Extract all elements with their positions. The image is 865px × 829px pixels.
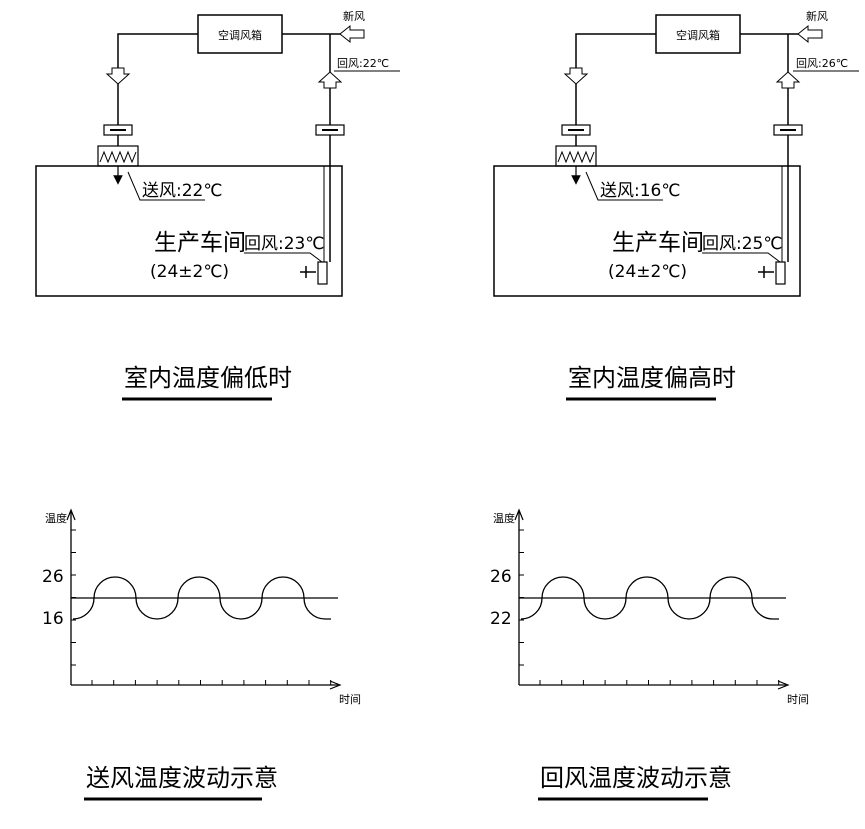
- fresh-air-label: 新风: [806, 9, 828, 23]
- return-air-top-label: 回风:22℃: [337, 57, 389, 70]
- temp-wave-line: [72, 576, 331, 620]
- tick-label-low: 22: [490, 609, 512, 629]
- return-temp-chart: 温度 时间 26 22 回风温度波动示意: [490, 508, 809, 801]
- supply-arrow-icon: [105, 67, 131, 85]
- fresh-air-arrow-icon: [339, 24, 365, 44]
- return-arrow-icon: [775, 71, 801, 89]
- y-axis-label: 温度: [493, 511, 515, 525]
- workshop-range: (24±2℃): [608, 262, 687, 282]
- workshop-room: [493, 165, 801, 297]
- workshop-room: [35, 165, 343, 297]
- supply-duct: [575, 33, 656, 125]
- return-grille: [317, 261, 328, 285]
- chart-caption: 回风温度波动示意: [540, 764, 732, 792]
- panel-high-temp: 空调风箱 新风 回风:26℃ 送风:16℃ 生产车间 (24±2℃) 回风:25…: [493, 9, 859, 401]
- ahu-label: 空调风箱: [218, 28, 262, 42]
- tick-label-high: 26: [42, 567, 64, 587]
- y-axis-arrow-icon: [514, 508, 524, 521]
- panel-low-temp: 空调风箱 新风 回风:22℃ 送风:22℃: [35, 9, 400, 401]
- workshop-name: 生产车间: [612, 230, 704, 256]
- return-arrow-icon: [317, 71, 343, 89]
- y-axis-arrow-icon: [66, 508, 76, 521]
- y-axis-label: 温度: [45, 511, 67, 525]
- return-grille: [775, 261, 786, 285]
- x-axis-label: 时间: [339, 693, 361, 706]
- return-air-room-label: 回风:23℃: [244, 234, 324, 254]
- supply-arrow-icon: [563, 67, 589, 85]
- fresh-air-label: 新风: [343, 9, 365, 23]
- supply-temp-chart: 温度 时间 26 16 送风温度波动示意: [42, 508, 361, 801]
- ahu-label: 空调风箱: [676, 28, 720, 42]
- tick-label-low: 16: [42, 609, 64, 629]
- temp-wave-line: [520, 576, 779, 620]
- workshop-range: (24±2℃): [150, 262, 229, 282]
- tick-label-high: 26: [490, 567, 512, 587]
- chart-caption: 送风温度波动示意: [86, 764, 278, 792]
- panel-caption: 室内温度偏高时: [568, 364, 736, 392]
- panel-caption: 室内温度偏低时: [124, 364, 292, 392]
- supply-duct: [117, 33, 198, 125]
- x-axis-arrow-icon: [329, 680, 342, 690]
- x-axis-arrow-icon: [777, 680, 790, 690]
- return-air-room-label: 回风:25℃: [702, 234, 782, 254]
- return-air-top-label: 回风:26℃: [796, 57, 848, 70]
- supply-air-label: 送风:22℃: [142, 181, 222, 201]
- supply-air-label: 送风:16℃: [600, 181, 680, 201]
- ahu-box: [655, 14, 741, 54]
- workshop-name: 生产车间: [154, 230, 246, 256]
- x-axis-label: 时间: [787, 693, 809, 706]
- fresh-air-arrow-icon: [797, 24, 823, 44]
